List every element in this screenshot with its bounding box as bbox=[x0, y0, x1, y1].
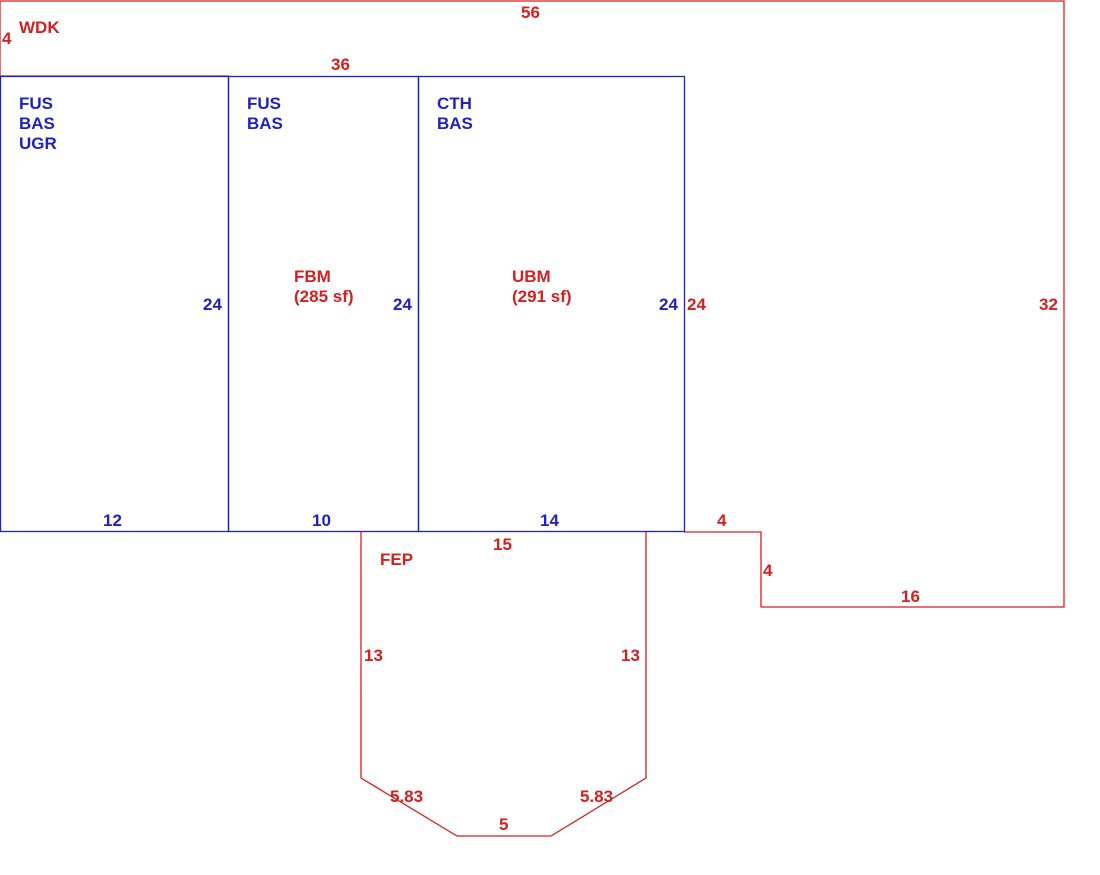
middle-code-2: BAS bbox=[247, 114, 283, 133]
porch-code: FEP bbox=[380, 550, 413, 569]
middle-area-code: FBM bbox=[294, 267, 331, 286]
dim-porch-top: 15 bbox=[493, 535, 512, 554]
left-code-2: BAS bbox=[19, 114, 55, 133]
right-area-size: (291 sf) bbox=[512, 287, 572, 306]
left-code-1: FUS bbox=[19, 94, 53, 113]
right-area-code: UBM bbox=[512, 267, 551, 286]
dim-wdk-left: 4 bbox=[2, 29, 12, 48]
dim-wdk-step-v: 4 bbox=[763, 561, 773, 580]
dim-porch-diag-right: 5.83 bbox=[580, 787, 613, 806]
wdk-code: WDK bbox=[19, 18, 60, 37]
dim-wdk-step-h: 4 bbox=[717, 511, 727, 530]
dim-porch-diag-left: 5.83 bbox=[390, 787, 423, 806]
dim-porch-right: 13 bbox=[621, 646, 640, 665]
dim-middle-bottom: 10 bbox=[312, 511, 331, 530]
porch-outline bbox=[360, 532, 647, 837]
right-code-2: BAS bbox=[437, 114, 473, 133]
middle-area-size: (285 sf) bbox=[294, 287, 354, 306]
right-code-1: CTH bbox=[437, 94, 472, 113]
dim-porch-bottom: 5 bbox=[499, 815, 508, 834]
dim-wdk-inner-left: 24 bbox=[687, 295, 706, 314]
dim-porch-left: 13 bbox=[364, 646, 383, 665]
dim-middle-right: 24 bbox=[393, 295, 412, 314]
dim-left-bottom: 12 bbox=[103, 511, 122, 530]
right-room-outline bbox=[417, 75, 686, 533]
dim-right-bottom: 14 bbox=[540, 511, 559, 530]
dim-wdk-right: 32 bbox=[1039, 295, 1058, 314]
middle-code-1: FUS bbox=[247, 94, 281, 113]
dim-building-top: 36 bbox=[331, 55, 350, 74]
dim-wdk-top: 56 bbox=[521, 3, 540, 22]
dim-right-right: 24 bbox=[659, 295, 678, 314]
dim-wdk-bottom: 16 bbox=[901, 587, 920, 606]
left-code-3: UGR bbox=[19, 134, 57, 153]
wdk-outline bbox=[0, 0, 1065, 608]
dim-left-right: 24 bbox=[203, 295, 222, 314]
